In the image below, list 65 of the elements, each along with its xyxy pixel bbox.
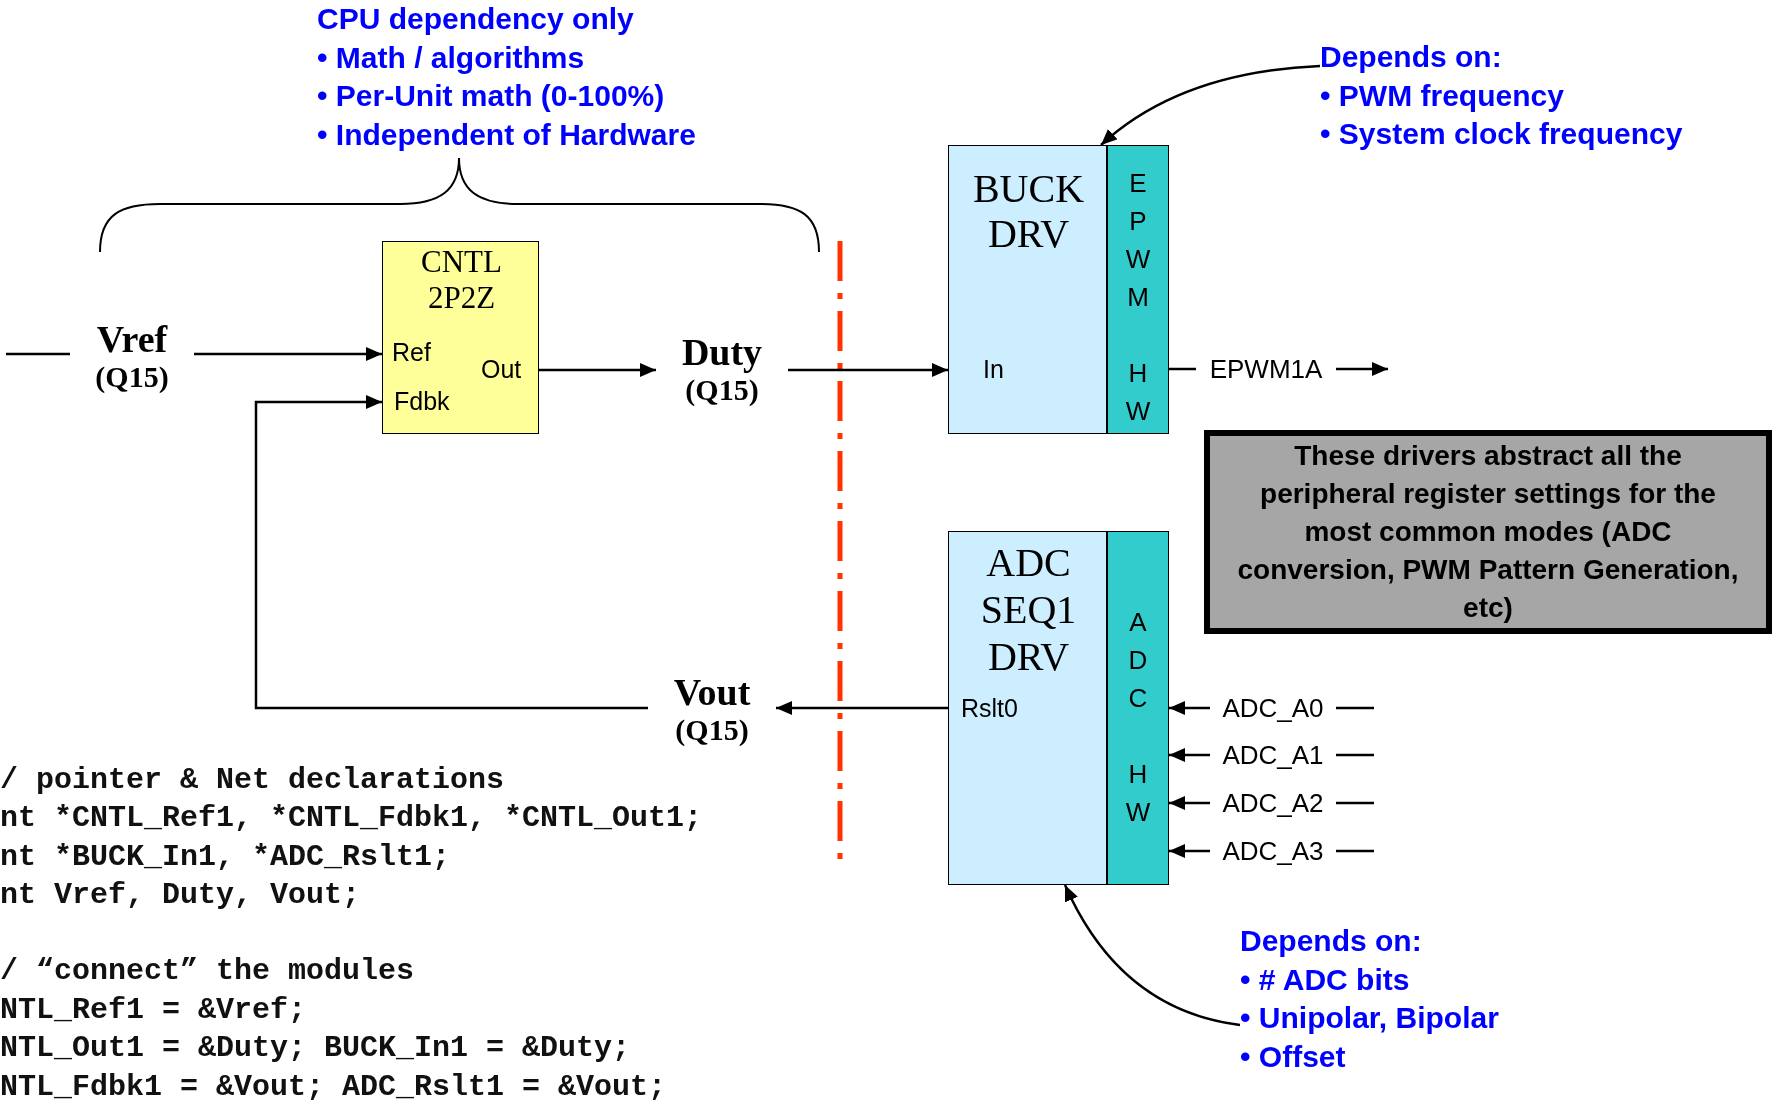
code-line: nt Vref, Duty, Vout; — [0, 878, 361, 912]
annotation-heading: Depends on: — [1320, 39, 1503, 75]
pin-label: ADC_A3 — [1222, 835, 1324, 867]
driver-block — [948, 145, 1107, 434]
block-title: ADC SEQ1 DRV — [979, 539, 1078, 680]
annotation-bullet: • Independent of Hardware — [317, 116, 696, 153]
connector-line — [1169, 367, 1196, 371]
block-title: CNTL 2P2Z — [420, 244, 503, 316]
connector-line — [1336, 753, 1374, 757]
note-box — [1204, 430, 1772, 634]
port-label: In — [983, 357, 1004, 382]
annotation-bullet: • PWM frequency — [1320, 77, 1565, 114]
variable-label: Duty — [681, 331, 763, 374]
annotation-bullet: • Math / algorithms — [317, 39, 585, 76]
curved-arrow — [1100, 64, 1321, 146]
hardware-strip — [1107, 531, 1169, 885]
arrow — [1169, 844, 1210, 858]
pin-label: ADC_A1 — [1222, 739, 1324, 771]
type-label: (Q15) — [95, 360, 169, 394]
arrow — [194, 347, 382, 361]
type-label: (Q15) — [675, 713, 749, 747]
type-label: (Q15) — [685, 373, 759, 407]
port-label: Out — [481, 357, 522, 382]
arrow — [1336, 362, 1388, 376]
arrow — [539, 363, 656, 377]
hardware-label: EPWM HW — [1125, 168, 1151, 434]
variable-label: Vout — [673, 671, 751, 714]
annotation-bullet: • Per-Unit math (0-100%) — [317, 78, 665, 114]
arrow — [788, 363, 948, 377]
connector-line — [1336, 706, 1374, 710]
annotation-bullet: • # ADC bits — [1240, 961, 1411, 998]
pin-label: ADC_A2 — [1222, 787, 1324, 819]
controller-block — [382, 241, 539, 434]
note-text: These drivers abstract all the peripheral register settings for the most common modes (ADC conversion, PWM Pattern Generation, etc) — [1236, 439, 1740, 625]
arrow — [254, 395, 648, 710]
connector-line — [1336, 801, 1374, 805]
annotation-heading: Depends on: — [1240, 923, 1423, 959]
code-comment: / pointer & Net declarations — [0, 763, 505, 797]
annotation-bullet: • System clock frequency — [1320, 116, 1684, 152]
connector-line — [1336, 849, 1374, 853]
connector-line — [6, 352, 70, 356]
code-line: nt *BUCK_In1, *ADC_Rslt1; — [0, 840, 451, 874]
arrow — [776, 701, 948, 715]
variable-label: Vref — [96, 318, 168, 361]
code-line: nt *CNTL_Ref1, *CNTL_Fdbk1, *CNTL_Out1; — [0, 801, 703, 835]
annotation-heading: CPU dependency only — [317, 1, 634, 37]
annotation-bullet: • Unipolar, Bipolar — [1240, 1000, 1500, 1036]
code-line: NTL_Ref1 = &Vref; — [0, 993, 307, 1027]
port-label: Rslt0 — [961, 696, 1018, 721]
hardware-label: ADC HW — [1125, 607, 1151, 835]
port-label: Ref — [392, 340, 431, 365]
block-title: BUCK DRV — [971, 166, 1086, 256]
code-line: NTL_Fdbk1 = &Vout; ADC_Rslt1 = &Vout; — [0, 1070, 667, 1104]
driver-block — [948, 531, 1107, 885]
arrow — [1169, 796, 1210, 810]
code-comment: / “connect” the modules — [0, 954, 415, 988]
code-line: NTL_Out1 = &Duty; BUCK_In1 = &Duty; — [0, 1031, 631, 1065]
pin-label: EPWM1A — [1209, 353, 1323, 385]
annotation-bullet: • Offset — [1240, 1038, 1347, 1075]
pin-label: ADC_A0 — [1222, 692, 1324, 724]
curved-arrow — [1063, 884, 1241, 1027]
port-label: Fdbk — [394, 389, 450, 414]
hardware-strip — [1107, 145, 1169, 434]
arrow — [1169, 748, 1210, 762]
arrow — [1169, 701, 1210, 715]
